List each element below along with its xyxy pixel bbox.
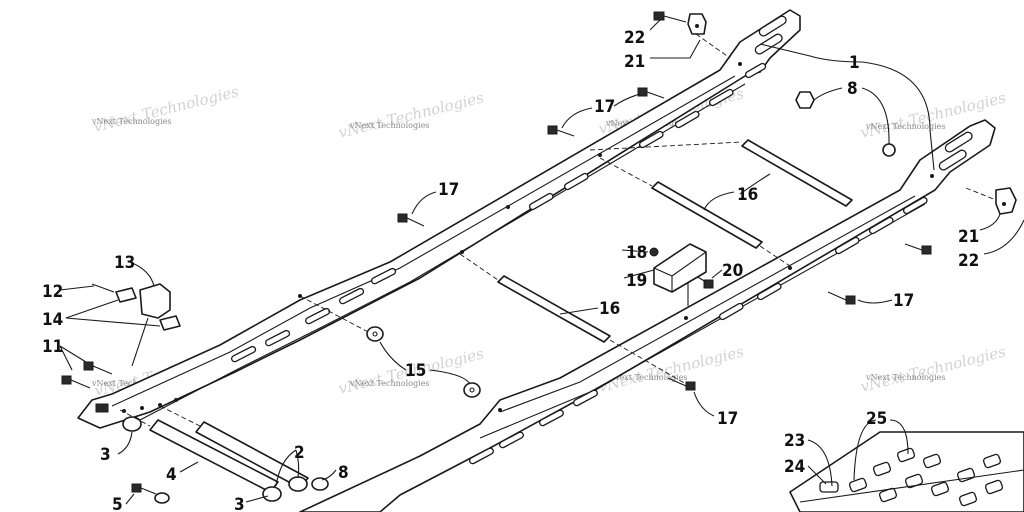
watermark: vNext Technologies [92, 82, 241, 136]
bolt-icon [397, 213, 425, 227]
front-rollers [119, 405, 309, 502]
bolt-icon [904, 243, 932, 255]
callout-1: 1 [849, 53, 860, 73]
watermark: vNext Technologies [349, 121, 429, 130]
callout-13: 13 [114, 253, 135, 273]
callout-16: 16 [737, 185, 758, 205]
watermark: vNext Technologies [865, 122, 945, 131]
callout-12: 12 [42, 282, 63, 302]
bolt-icon [547, 125, 575, 137]
callout-3: 3 [234, 495, 245, 512]
callout-19: 19 [626, 271, 647, 291]
hook-assembly [91, 283, 181, 367]
callout-21: 21 [958, 227, 979, 247]
callout-4: 4 [166, 465, 177, 485]
callout-20: 20 [722, 261, 743, 281]
bolt-icon [131, 483, 157, 495]
callout-24: 24 [784, 457, 805, 477]
callout-15: 15 [405, 361, 426, 381]
callout-2: 2 [294, 443, 305, 463]
callout-16: 16 [599, 299, 620, 319]
callout-22: 22 [958, 251, 979, 271]
bolts [61, 87, 932, 495]
callout-17: 17 [893, 291, 914, 311]
callout-17: 17 [438, 180, 459, 200]
watermark: vNext Technologies [859, 342, 1008, 396]
bolt-icon [667, 377, 696, 391]
bolt-icon [61, 375, 91, 389]
cross-shafts [299, 139, 853, 385]
watermark: vNext Technologies [865, 373, 945, 382]
callout-14: 14 [42, 310, 63, 330]
bolt-icon [653, 11, 687, 23]
watermark: vNext Technologies [337, 88, 486, 142]
left-slide-rail [77, 9, 801, 429]
callout-5: 5 [112, 495, 123, 512]
callout-21: 21 [624, 52, 645, 72]
bolt-icon [637, 87, 665, 99]
callout-8: 8 [847, 79, 858, 99]
leader-lines [59, 19, 1024, 505]
bolt-icon [83, 361, 113, 375]
watermark: vNext Technologies [91, 117, 171, 126]
watermark: vNext Technologies [91, 379, 171, 388]
callout-11: 11 [42, 337, 63, 357]
callout-23: 23 [784, 431, 805, 451]
callout-17: 17 [594, 97, 615, 117]
callout-25: 25 [866, 409, 887, 429]
callouts: 1 22 21 8 17 17 16 18 19 20 16 17 21 22 … [42, 28, 979, 512]
slide-block [649, 243, 707, 293]
right-slide-rail [299, 119, 996, 512]
callout-3: 3 [100, 445, 111, 465]
callout-18: 18 [626, 243, 647, 263]
callout-22: 22 [624, 28, 645, 48]
watermark: vNext Technologies [607, 373, 687, 382]
bolt-icon [695, 275, 714, 289]
brackets [653, 11, 1017, 215]
nuts-washers [154, 91, 896, 504]
watermark: vNext Technologies [349, 379, 429, 388]
bolt-icon [827, 291, 856, 305]
callout-8: 8 [338, 463, 349, 483]
track-section [789, 431, 1024, 512]
callout-17: 17 [717, 409, 738, 429]
